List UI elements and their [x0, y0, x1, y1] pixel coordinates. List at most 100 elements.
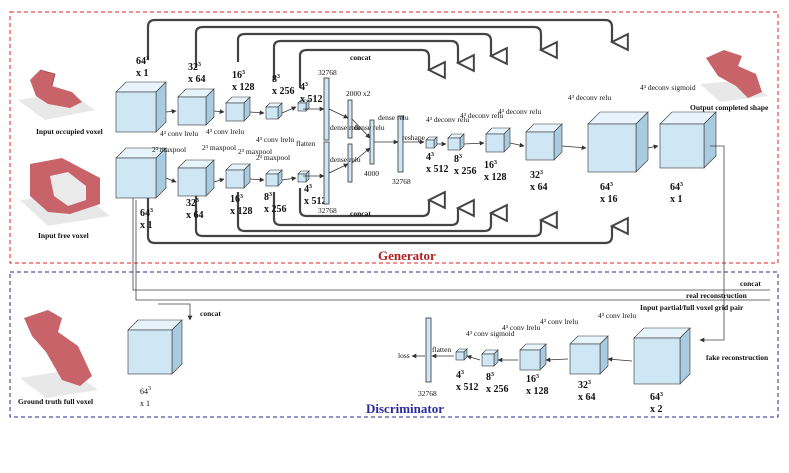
- disc-dim-5: 43: [456, 370, 464, 381]
- dense-relu-label-bottom: dense relu: [330, 155, 361, 164]
- ground-truth-label: Ground truth full voxel: [18, 397, 93, 406]
- enc-top-arrow-4: [281, 106, 297, 114]
- enc-top-dim-3: 163: [232, 70, 245, 81]
- enc-bot-cube-4: [265, 169, 283, 187]
- enc-bot-arrow-4: [281, 176, 297, 181]
- generator-op-labels: 4³ conv lrelu 2³ maxpool 4³ conv lrelu 2…: [152, 53, 696, 218]
- free-voxel-image: [20, 158, 110, 226]
- arrow-layer: [165, 106, 659, 363]
- dec-dim-6: 643: [670, 182, 683, 193]
- fake-reconstruction-label: fake reconstruction: [706, 353, 769, 362]
- reshape-label: reshape: [402, 133, 426, 142]
- disc-cube-2: [569, 335, 609, 375]
- gt-dim: 643: [140, 386, 151, 396]
- deconv-relu-label-2: 4³ deconv relu: [460, 111, 503, 120]
- disc-dim-3-channels: x 128: [526, 386, 549, 397]
- real-reconstruction-label: real reconstruction: [686, 291, 748, 300]
- enc-top-cube-1: [115, 81, 167, 133]
- dec-dim-1: 43: [426, 152, 434, 163]
- flatten-label: flatten: [296, 139, 315, 148]
- disc-arrow-1: [607, 356, 633, 362]
- enc-top-arrow-3: [249, 110, 265, 116]
- enc-bot-dim-4-channels: x 256: [264, 204, 287, 215]
- ground-truth-image: [20, 310, 98, 398]
- enc-top-dim-4: 83: [272, 74, 280, 85]
- dec-arrow-5: [647, 144, 659, 150]
- dec-arrow-3: [509, 142, 525, 148]
- size-32768-bottom: 32768: [318, 206, 337, 215]
- enc-bot-dim-2: 323: [186, 198, 199, 209]
- dec-dim-5: 643: [600, 182, 613, 193]
- enc-bot-dim-2-channels: x 64: [186, 210, 204, 221]
- skip-connections-bottom: [146, 188, 612, 245]
- conv-lrelu-label-3a: 4³ conv lrelu: [256, 135, 294, 144]
- dec-arrow-4: [561, 145, 587, 151]
- disc-dim-5-channels: x 512: [456, 382, 479, 393]
- deconv-relu-label-3: 4³ deconv relu: [498, 107, 541, 116]
- enc-bot-dim-1-channels: x 1: [140, 220, 153, 231]
- discriminator-border: [9, 271, 779, 418]
- dec-cube-3: [485, 127, 511, 153]
- deconv-relu-label-4: 4³ deconv relu: [568, 93, 611, 102]
- enc-top-dim-3-channels: x 128: [232, 82, 255, 93]
- discriminator-op-labels: Input partial/full voxel grid pair 4³ co…: [398, 303, 744, 398]
- enc-bot-dim-4: 83: [264, 192, 272, 203]
- enc-bot-dim-3: 163: [230, 194, 243, 205]
- concat-gan-label: concat: [740, 279, 761, 288]
- disc-arrow-4: [466, 354, 481, 361]
- enc-bot-cube-5: [297, 170, 310, 183]
- enc-top-arrow-1: [165, 109, 177, 114]
- maxpool-label-1a: 2³ maxpool: [152, 145, 186, 154]
- concat-disc-label: concat: [200, 309, 221, 318]
- size-32768-top: 32768: [318, 68, 337, 77]
- enc-bot-dim-1: 643: [140, 208, 153, 219]
- disc-conv-lrelu-1: 4³ conv lrelu: [598, 311, 636, 320]
- size-32768-reshape: 32768: [392, 177, 411, 186]
- dense-relu-label-mid: dense relu: [354, 123, 385, 132]
- conv-lrelu-label-2a: 4³ conv lrelu: [206, 127, 244, 136]
- enc-top-arrow-2: [213, 109, 225, 114]
- disc-cube-4: [481, 349, 499, 367]
- enc-top-dim-4-channels: x 256: [272, 86, 295, 97]
- disc-dim-1: 643: [650, 392, 663, 403]
- disc-arrow-2: [545, 357, 569, 363]
- enc-bot-dim-5: 43: [304, 184, 312, 195]
- dec-dim-4: 323: [530, 170, 543, 181]
- disc-cube-3: [519, 343, 547, 371]
- enc-top-cube-4: [265, 102, 283, 120]
- disc-conv-lrelu-3: 4³ conv lrelu: [502, 323, 540, 332]
- disc-flatten-bar: [425, 317, 432, 383]
- disc-cube-5: [455, 348, 468, 361]
- enc-top-dim-5: 43: [300, 82, 308, 93]
- enc-bot-cube-3: [225, 163, 251, 189]
- gan-connection-lines: [132, 145, 770, 343]
- maxpool-label-3a: 2³ maxpool: [238, 147, 272, 156]
- flatten-bar-bottom: [323, 141, 330, 205]
- dense-relu-label-top: dense relu: [330, 123, 361, 132]
- enc-top-cube-2: [177, 88, 215, 126]
- maxpool-label-2a: 2³ maxpool: [202, 143, 236, 152]
- dec-dim-2: 83: [454, 154, 462, 165]
- enc-top-cube-5: [297, 99, 310, 112]
- generator-flow-lines: [303, 106, 425, 179]
- deconv-relu-label-1: 4³ deconv relu: [426, 115, 469, 124]
- enc-top-dim-1-channels: x 1: [136, 68, 149, 79]
- generator-border: [9, 11, 779, 264]
- reshape-bar: [397, 115, 404, 173]
- dec-cube-6: [659, 111, 717, 169]
- concat-top-label: concat: [350, 53, 371, 62]
- gt-cube: [127, 319, 183, 375]
- enc-bot-dim-3-channels: x 128: [230, 206, 253, 217]
- concat-bottom-label: concat: [350, 209, 371, 218]
- disc-cube-1: [633, 327, 691, 385]
- discriminator-title: Discriminator: [366, 401, 444, 416]
- disc-dim-2-channels: x 64: [578, 392, 596, 403]
- dec-dim-3-channels: x 128: [484, 172, 507, 183]
- input-pair-label: Input partial/full voxel grid pair: [640, 303, 744, 312]
- disc-dim-4-channels: x 256: [486, 384, 509, 395]
- enc-bot-arrow-1: [165, 177, 177, 183]
- enc-bot-cube-1: [115, 147, 167, 199]
- enc-top-dim-5-channels: x 512: [300, 94, 323, 105]
